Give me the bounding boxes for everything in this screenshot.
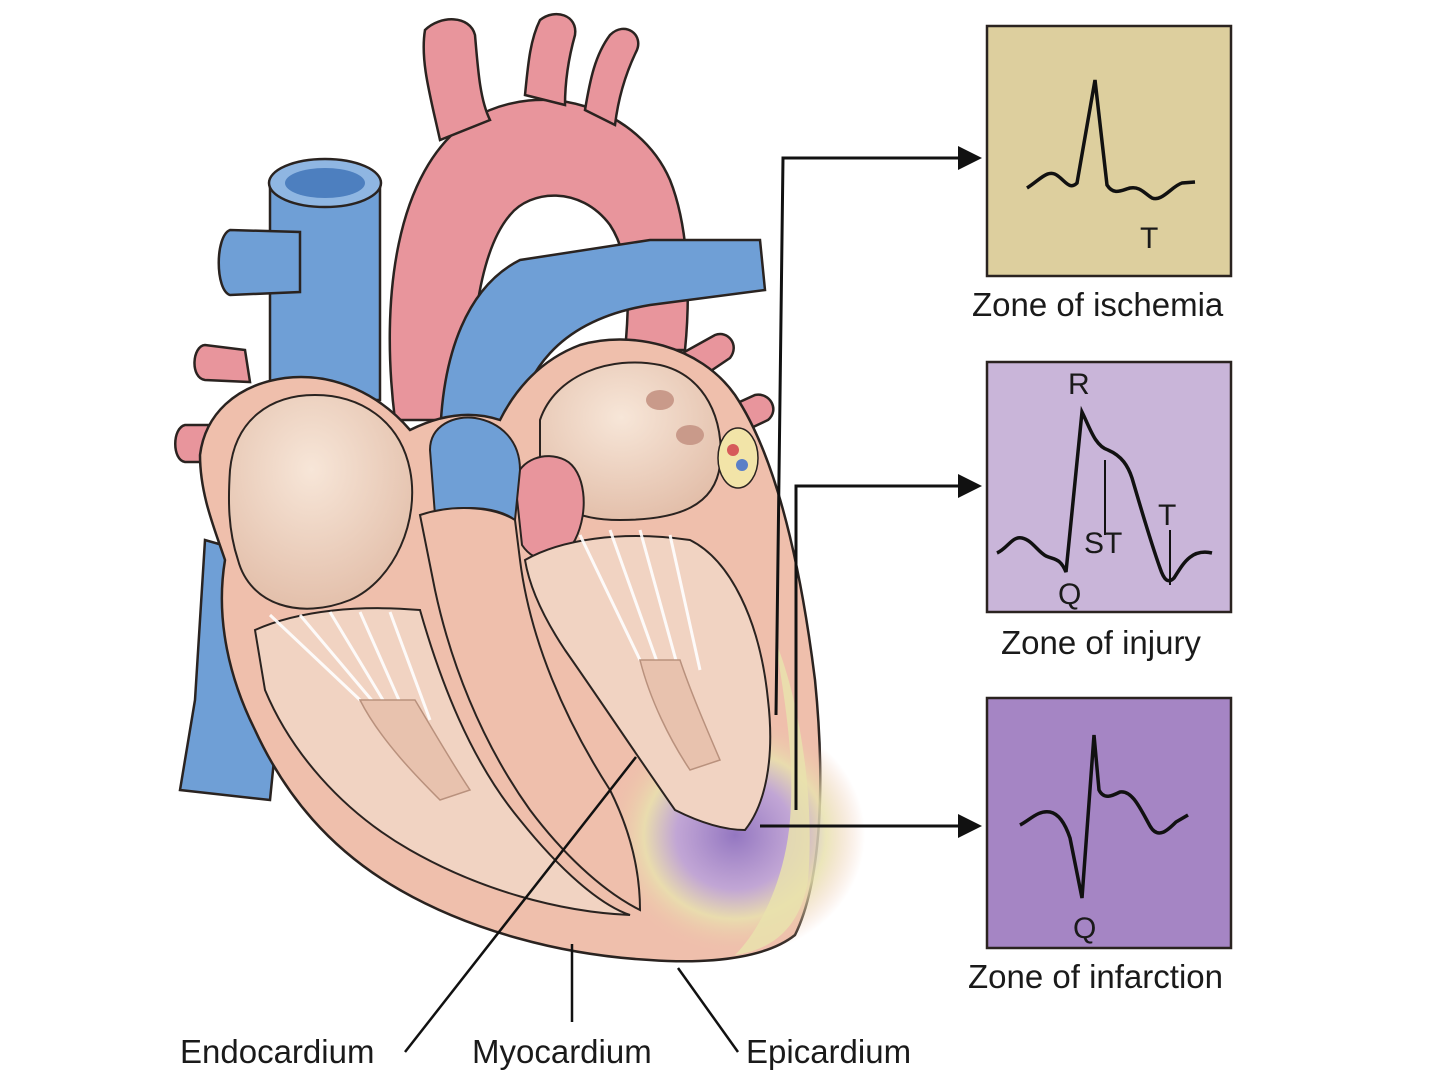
infarction-ecg-trace — [1019, 734, 1189, 899]
injury-title: Zone of injury — [1001, 624, 1201, 661]
ischemia-leader — [774, 156, 958, 716]
injury-mark-q: Q — [1058, 578, 1081, 611]
pulmonary-vein-opening-2 — [676, 425, 704, 445]
injury-panel-box — [985, 360, 1233, 614]
vena-cava-lumen — [285, 168, 365, 198]
leader-lines — [404, 146, 982, 1053]
ischemia-band — [735, 640, 810, 955]
ecg-panel-infarction: Q Zone of infarction — [968, 696, 1233, 995]
interventricular-septum — [418, 507, 642, 912]
heart — [198, 338, 865, 963]
brachiocephalic-artery — [422, 18, 492, 142]
ischemia-title: Zone of ischemia — [972, 286, 1224, 323]
carotid-artery — [523, 12, 577, 107]
subclavian-artery — [583, 27, 640, 127]
infarction-panel-box — [985, 696, 1233, 950]
endocardium-leader — [404, 756, 637, 1053]
right-atrium — [227, 393, 414, 610]
anatomy-labels: Endocardium Myocardium Epicardium — [180, 1033, 911, 1070]
ischemia-arrowhead — [958, 146, 982, 170]
infarction-title: Zone of infarction — [968, 958, 1223, 995]
ischemia-mark-t: T — [1140, 222, 1158, 255]
brachiocephalic-vein — [217, 228, 302, 297]
ecg-panel-ischemia: T Zone of ischemia — [972, 24, 1233, 323]
injury-mark-st: ST — [1084, 527, 1122, 560]
injury-mark-t: T — [1158, 499, 1176, 532]
coronary-vessels — [717, 427, 759, 489]
pulmonary-vein-left-upper — [193, 343, 252, 384]
injury-ecg-trace — [996, 405, 1213, 583]
chordae-tendineae — [268, 529, 702, 726]
infarction-arrowhead — [958, 814, 982, 838]
ecg-panel-injury: R ST T Q Zone of injury — [985, 360, 1233, 661]
epicardium-leader — [676, 967, 740, 1053]
injury-mark-r: R — [1068, 368, 1090, 401]
label-epicardium: Epicardium — [746, 1033, 911, 1070]
injury-arrowhead — [958, 474, 982, 498]
label-myocardium: Myocardium — [472, 1033, 652, 1070]
label-endocardium: Endocardium — [180, 1033, 374, 1070]
papillary-muscle-left — [639, 659, 722, 771]
ischemia-ecg-trace — [1026, 79, 1196, 201]
ischemia-panel-box — [985, 24, 1233, 278]
papillary-muscle-right — [358, 699, 472, 801]
pulmonary-vein-opening-1 — [646, 390, 674, 410]
infarction-mark-q: Q — [1073, 912, 1096, 945]
pulmonary-outflow — [428, 416, 522, 522]
injury-leader — [794, 484, 958, 810]
